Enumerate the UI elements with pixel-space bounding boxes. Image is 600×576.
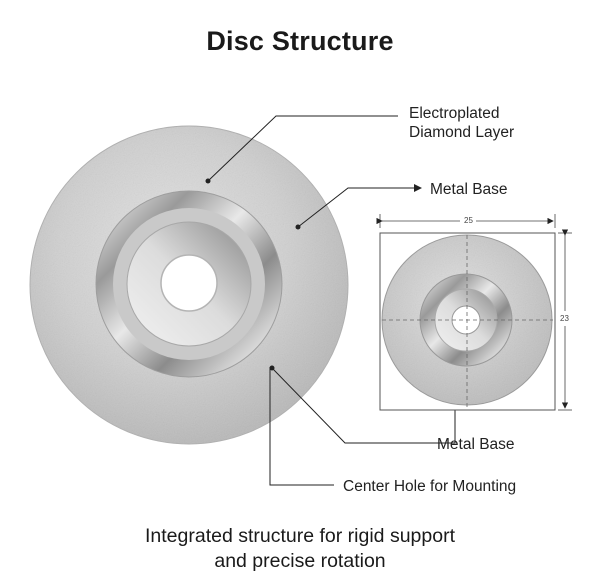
label-metal-base-bottom: Metal Base bbox=[437, 436, 515, 453]
caption: Integrated structure for rigid support a… bbox=[0, 524, 600, 574]
label-metal-base-top: Metal Base bbox=[430, 181, 508, 198]
label-electroplated-line2: Diamond Layer bbox=[409, 124, 515, 141]
dimension-height: 23 bbox=[560, 314, 569, 323]
label-center-hole: Center Hole for Mounting bbox=[343, 478, 517, 495]
technical-drawing bbox=[376, 214, 572, 411]
caption-line2: and precise rotation bbox=[214, 550, 386, 572]
dimension-width: 25 bbox=[464, 216, 473, 225]
label-electroplated-line1: Electroplated bbox=[409, 105, 500, 122]
main-disc bbox=[29, 125, 349, 445]
diagram-title: Disc Structure bbox=[206, 26, 394, 56]
caption-line1: Integrated structure for rigid support bbox=[145, 525, 455, 547]
